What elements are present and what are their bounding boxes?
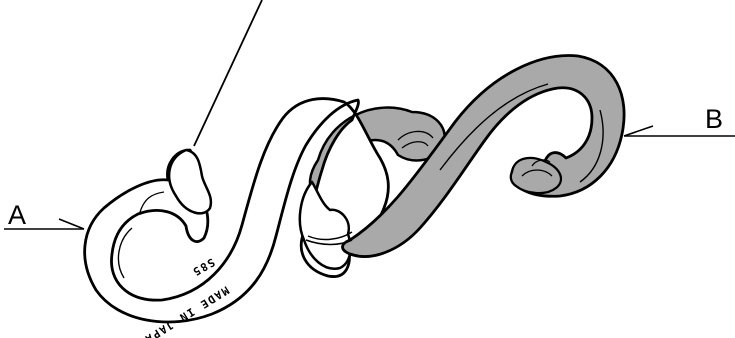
piece-a-inner-line <box>118 228 132 278</box>
label-a-leader <box>59 219 84 229</box>
label-b-leader <box>624 126 653 136</box>
piece-b-body <box>343 56 625 257</box>
piece-a-body <box>85 99 389 322</box>
label-a: A <box>8 200 26 230</box>
top-pointer-line <box>194 0 262 146</box>
label-b: B <box>705 104 723 134</box>
label-a-group: A <box>4 200 84 230</box>
label-b-group: B <box>624 104 735 136</box>
